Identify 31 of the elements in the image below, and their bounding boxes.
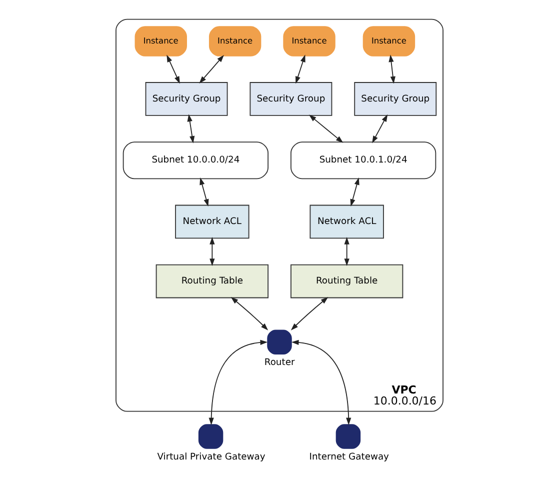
arrow: [350, 177, 359, 207]
node-box: Routing Table: [155, 264, 268, 298]
arrow: [290, 340, 351, 426]
node-box: Instance: [134, 26, 186, 56]
arrow: [166, 54, 180, 84]
arrow: [308, 114, 343, 143]
node-box: Network ACL: [309, 204, 384, 239]
node-box: Instance: [362, 26, 415, 56]
arrow: [372, 114, 388, 144]
node-label: Router: [264, 357, 294, 368]
node-box: Subnet 10.0.0.0/24: [122, 142, 268, 180]
node-box: Security Group: [144, 82, 228, 116]
node-box: Instance: [208, 26, 261, 56]
arrow: [344, 237, 349, 266]
node-box: Instance: [282, 26, 335, 56]
node-box: Routing Table: [290, 264, 403, 298]
node-box: Subnet 10.0.1.0/24: [290, 142, 436, 180]
arrow: [209, 237, 214, 266]
node-box: Security Group: [249, 82, 332, 116]
node-label: Virtual Private Gateway: [156, 451, 265, 462]
arrow: [295, 54, 305, 84]
arrow: [198, 54, 224, 84]
arrow: [199, 177, 208, 207]
node-box: Security Group: [354, 82, 436, 116]
arrow: [230, 296, 268, 330]
arrow: [208, 340, 268, 426]
arrow: [290, 296, 328, 330]
arrow: [388, 54, 395, 84]
node-label: Internet Gateway: [308, 451, 388, 462]
arrow: [186, 114, 194, 144]
node-box: Network ACL: [174, 204, 249, 239]
